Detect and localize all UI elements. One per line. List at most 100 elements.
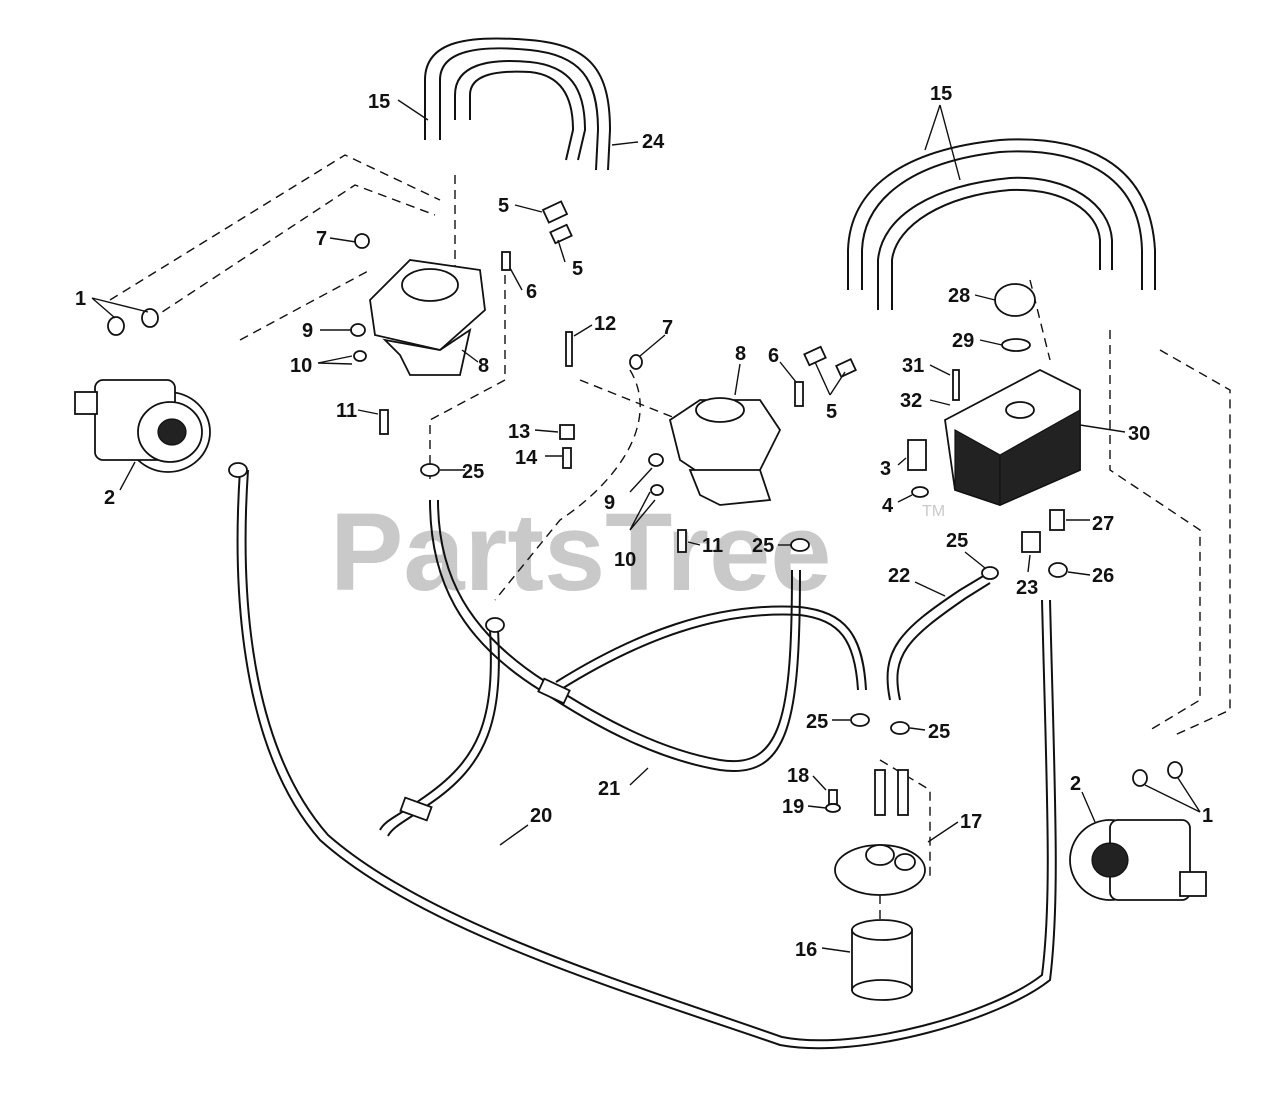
- dash-line-5: [429, 260, 506, 480]
- leader-28: [974, 294, 996, 301]
- callout-10-center: 10: [614, 549, 636, 571]
- leader-19: [807, 805, 827, 809]
- dash-line-10: [1159, 349, 1231, 736]
- clamp-26: [1048, 562, 1068, 578]
- leader-5-a: [514, 204, 543, 213]
- callout-6-left: 6: [526, 281, 537, 303]
- callout-9-left: 9: [302, 320, 313, 342]
- callout-23: 23: [1016, 577, 1038, 599]
- leader-25-tank: [964, 551, 986, 569]
- leader-26: [1067, 571, 1091, 576]
- hose-22: [886, 574, 986, 701]
- washer-19: [825, 803, 841, 813]
- hose-15-left-b: [439, 47, 600, 171]
- hose-15-right-b: [861, 150, 1143, 290]
- callout-8-center: 8: [735, 343, 746, 365]
- dash-line-2: [149, 184, 436, 321]
- callout-8-left: 8: [478, 355, 489, 377]
- callout-32: 32: [900, 390, 922, 412]
- callout-12: 12: [594, 313, 616, 335]
- callout-2-right: 2: [1070, 773, 1081, 795]
- screw-18: [828, 789, 838, 805]
- callout-15-right: 15: [930, 83, 952, 105]
- callout-31: 31: [902, 355, 924, 377]
- hose-15-left-c: [454, 59, 587, 161]
- leader-13: [534, 429, 559, 433]
- leader-11-left: [357, 409, 379, 415]
- hose-15-left-d: [469, 70, 575, 161]
- leader-16: [821, 947, 851, 953]
- leader-9-center: [629, 467, 653, 493]
- leader-17: [927, 821, 959, 843]
- callout-27: 27: [1092, 513, 1114, 535]
- callout-28: 28: [948, 285, 970, 307]
- callout-7-center: 7: [662, 317, 673, 339]
- leader-10-left: [317, 355, 353, 365]
- leader-25-fr: [909, 727, 926, 731]
- hose-15-left-a: [424, 37, 612, 171]
- fitting-5d: [835, 357, 857, 379]
- dash-line-11: [879, 759, 931, 880]
- leader-1-right: [1144, 777, 1201, 813]
- key-13: [559, 424, 575, 440]
- callout-20: 20: [530, 805, 552, 827]
- fitting-27: [1049, 509, 1065, 531]
- callout-25-filter-l: 25: [806, 711, 828, 733]
- leader-23: [1027, 554, 1031, 573]
- callout-15-left: 15: [368, 91, 390, 113]
- callout-26: 26: [1092, 565, 1114, 587]
- callout-6-center: 6: [768, 345, 779, 367]
- callout-25-filter-r: 25: [928, 721, 950, 743]
- callout-1-right: 1: [1202, 805, 1213, 827]
- callout-19: 19: [782, 796, 804, 818]
- leader-20: [499, 824, 529, 846]
- leader-8-center: [734, 363, 741, 396]
- leader-6-left: [509, 267, 523, 291]
- hose-22-inner: [896, 582, 991, 701]
- clamp-25-filter-l: [850, 713, 870, 727]
- bolt-12: [565, 331, 573, 367]
- hose-21-upper: [559, 613, 859, 691]
- leader-6-center: [779, 361, 797, 383]
- hose-coupling-2: [537, 677, 571, 705]
- spacer-3: [907, 439, 927, 471]
- callout-10-left: 10: [290, 355, 312, 377]
- leader-12: [573, 324, 593, 337]
- hose-coupling-1: [399, 796, 433, 822]
- hydraulic-motor-right: [1069, 761, 1207, 901]
- callout-13: 13: [508, 421, 530, 443]
- callout-29: 29: [952, 330, 974, 352]
- hose-21-upper-2: [555, 605, 867, 691]
- dash-line-1: [109, 154, 441, 301]
- leader-15-right: [924, 104, 961, 181]
- callout-25-left: 25: [462, 461, 484, 483]
- leader-30: [1079, 424, 1126, 433]
- callout-4: 4: [882, 495, 894, 517]
- callout-30: 30: [1128, 423, 1150, 445]
- hose-end-center: [485, 617, 505, 633]
- hydraulic-pump-left: [350, 233, 511, 435]
- fitting-5c: [803, 345, 827, 367]
- leader-21: [629, 767, 649, 786]
- callout-21: 21: [598, 778, 620, 800]
- callout-5-a: 5: [498, 195, 509, 217]
- callout-labels: 1 1 2 2 3 4 5 5 5 6 6 7 7 8 8 9 9 10 10 …: [75, 83, 1213, 961]
- watermark-tm: TM: [922, 503, 945, 520]
- dash-line-8: [1029, 279, 1051, 361]
- leader-10-center: [629, 491, 656, 531]
- clamp-25-filter-r: [890, 721, 910, 735]
- callout-14: 14: [515, 447, 538, 469]
- callout-9-center: 9: [604, 492, 615, 514]
- hose-20-inner: [244, 469, 1049, 1042]
- leader-3: [897, 457, 907, 466]
- dash-line-4: [239, 269, 371, 341]
- callout-1-left: 1: [75, 288, 86, 310]
- callout-5-c: 5: [826, 401, 837, 423]
- hose-20-outer: [236, 469, 1057, 1050]
- leader-5-center: [814, 361, 846, 396]
- leader-2-left: [119, 461, 136, 491]
- callout-18: 18: [787, 765, 809, 787]
- leader-31: [929, 364, 951, 376]
